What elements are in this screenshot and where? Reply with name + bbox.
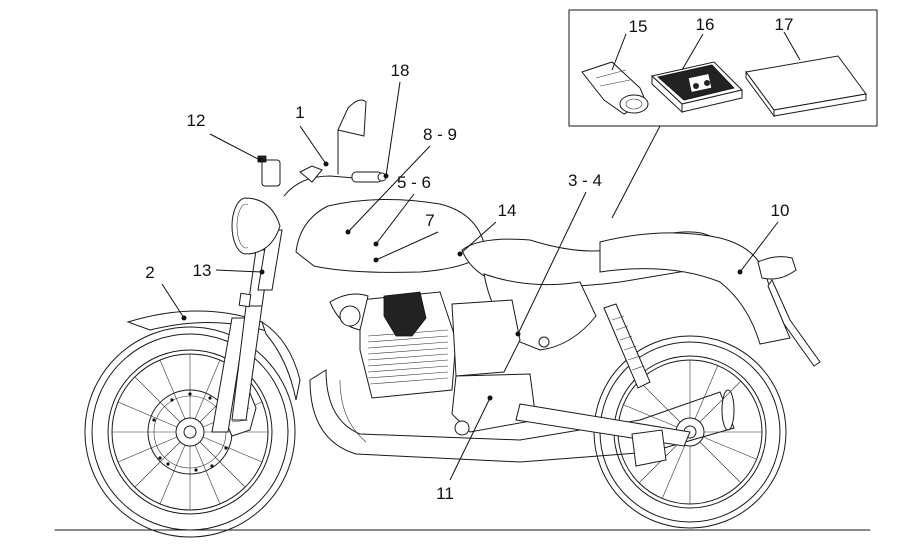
callout-10: 10 (771, 201, 790, 220)
fuel-tank (295, 198, 487, 273)
rear-fender (599, 232, 791, 345)
accessory-inset-box (568, 9, 878, 219)
tool-pouch-item (581, 61, 649, 115)
rear-wheel (593, 335, 787, 529)
callout-16: 16 (696, 15, 715, 34)
instrument-cluster (261, 159, 281, 187)
callout-dots (181, 157, 743, 401)
owner-manual-item (650, 61, 743, 114)
callout-11: 11 (436, 484, 454, 503)
callout-8-9: 8 - 9 (423, 125, 457, 144)
callout-17: 17 (775, 15, 794, 34)
callout-12: 12 (187, 111, 206, 130)
callout-3-4: 3 - 4 (568, 171, 602, 190)
callout-18: 18 (391, 61, 410, 80)
front-fork (211, 229, 283, 433)
callout-labels: 1 2 3 - 4 5 - 6 7 8 - 9 10 11 12 13 14 1… (145, 15, 793, 503)
callout-leaders (161, 81, 779, 481)
mirror (337, 99, 367, 137)
callout-13: 13 (193, 261, 212, 280)
callout-2: 2 (145, 263, 154, 282)
front-wheel (84, 326, 296, 538)
rear-shock (515, 303, 691, 467)
callout-1: 1 (295, 103, 304, 122)
callout-14: 14 (498, 201, 517, 220)
handlebar (283, 99, 387, 197)
callout-7: 7 (425, 211, 434, 230)
exhaust-pipe (309, 369, 735, 463)
engine (329, 291, 537, 436)
callout-5-6: 5 - 6 (397, 173, 431, 192)
callout-15: 15 (629, 17, 648, 36)
document-folder-item (745, 55, 867, 118)
tail-light (757, 256, 821, 367)
headlight (231, 197, 281, 255)
